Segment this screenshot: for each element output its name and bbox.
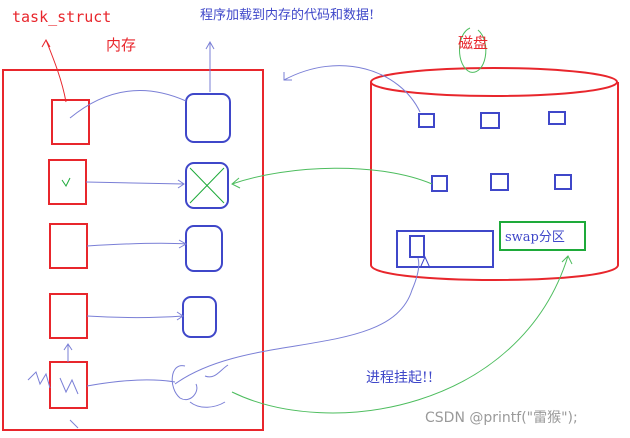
disk-cylinder-top <box>370 67 618 97</box>
cross-mark <box>189 167 225 204</box>
scribble-left <box>27 371 79 395</box>
code-data-box-4 <box>182 296 217 338</box>
suspend-label: 进程挂起!! <box>366 370 433 386</box>
swap-area <box>396 230 494 268</box>
memory-label: 内存 <box>106 36 136 54</box>
code-data-box-1 <box>185 93 231 143</box>
swap-up-arrow <box>420 255 431 269</box>
load-back-arrow <box>231 167 433 189</box>
disk-to-memory-arc <box>283 65 421 113</box>
suspend-arrow-red <box>174 257 420 385</box>
task-struct-box-5 <box>49 361 88 409</box>
link-arrow-4 <box>86 311 184 321</box>
task-struct-box-3 <box>49 223 88 269</box>
disk-cylinder-body <box>370 82 619 281</box>
disk-label-circle <box>459 27 487 73</box>
swap-block <box>409 235 425 258</box>
task-struct-label: task_struct <box>12 8 111 26</box>
link-arrow-1 <box>69 90 187 119</box>
up-arrow-small <box>63 343 73 362</box>
link-arrow-5 <box>86 379 176 387</box>
disk-block-5 <box>490 173 509 191</box>
disk-label: 磁盘 <box>458 34 488 52</box>
arrow-to-code-label <box>205 40 215 92</box>
disk-block-1 <box>418 113 435 128</box>
task-struct-box-1 <box>51 99 90 145</box>
arrow-to-task-struct <box>41 38 67 103</box>
link-arrow-3 <box>86 239 188 249</box>
task-struct-box-4 <box>49 293 88 339</box>
checkmark-small <box>61 177 71 187</box>
watermark: CSDN @printf("雷猴"); <box>425 410 578 426</box>
code-data-box-2-swapped <box>185 162 229 209</box>
code-data-box-3 <box>185 225 223 272</box>
down-tick <box>69 419 79 429</box>
disk-block-4 <box>431 175 448 192</box>
swap-label: swap分区 <box>505 230 565 245</box>
disk-block-3 <box>548 111 566 125</box>
link-arrow-2 <box>85 179 185 189</box>
disk-block-6 <box>554 174 572 190</box>
disk-block-2 <box>480 112 500 129</box>
suspended-scribble <box>171 364 229 408</box>
memory-region <box>2 69 264 431</box>
swap-label-box <box>499 221 586 251</box>
code-data-label: 程序加载到内存的代码和数据! <box>200 7 374 23</box>
suspend-arrow-green <box>231 255 573 414</box>
